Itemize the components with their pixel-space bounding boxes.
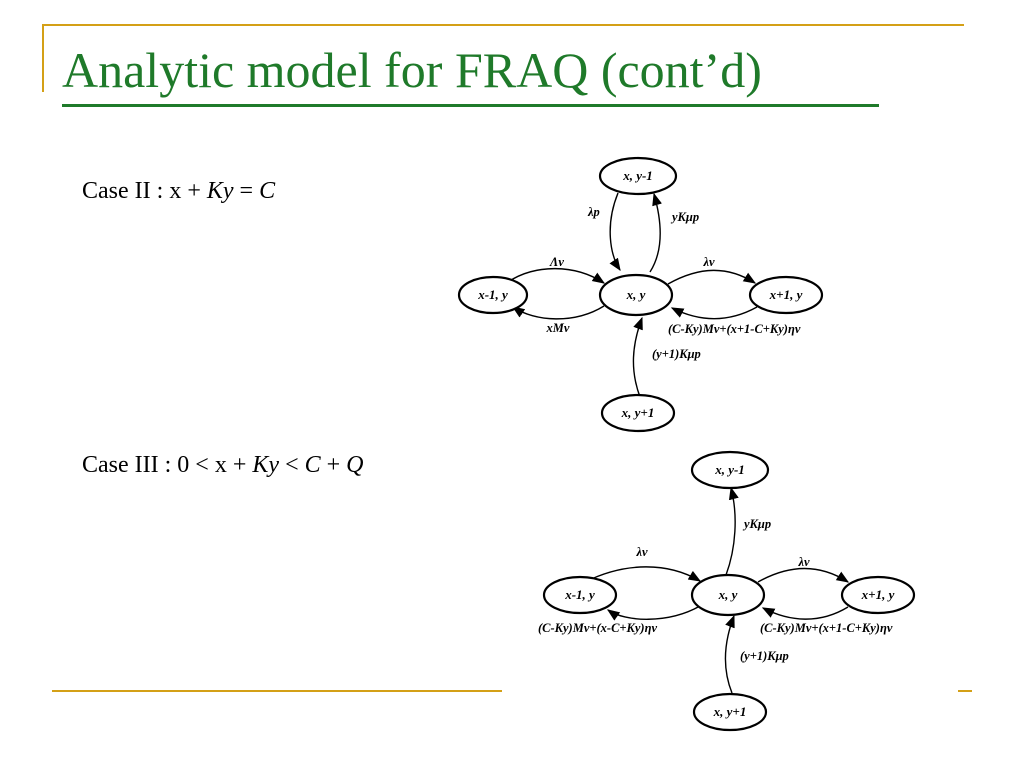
edge-center-to-right — [667, 269, 757, 285]
case-iii-condition: Case III : 0 < x + Ky < C + Q — [82, 452, 364, 479]
node-right-label: x+1, y — [769, 287, 803, 302]
edge-right-to-center — [761, 606, 849, 620]
node-right-label: x+1, y — [861, 587, 895, 602]
case-ii-plus: + — [181, 178, 207, 204]
edge-label-center-to-right: λv — [797, 555, 810, 569]
title-underline — [62, 104, 879, 107]
case-iii-x: x — [214, 452, 227, 478]
case-iii-plus-2: + — [320, 452, 347, 478]
case-iii-plus-1: + — [226, 452, 253, 478]
case-iii-c: C — [304, 452, 321, 478]
node-bottom-label: x, y+1 — [621, 405, 655, 420]
bottom-rule-left — [52, 690, 502, 692]
edge-label-center-to-right: λv — [702, 255, 715, 269]
node-left-label: x-1, y — [564, 587, 595, 602]
node-top — [598, 156, 678, 196]
edge-left-to-center — [584, 566, 702, 583]
edge-label-center-to-left: (C-Ky)Mv+(x-C+Ky)ηv — [538, 621, 657, 635]
edge-label-right-to-center: (C-Ky)Mv+(x+1-C+Ky)ηv — [760, 621, 893, 635]
case-iii-lt-1: < — [189, 452, 215, 478]
diagram-case-ii: x, y-1 x-1, y x, y x+1, y x, y+1 λp yKμp… — [457, 156, 824, 433]
case-iii-prefix: Case III : — [82, 452, 178, 478]
node-top — [690, 450, 770, 490]
case-ii-ky: Ky — [206, 178, 234, 204]
node-bottom — [692, 692, 768, 732]
edge-left-to-center — [507, 268, 606, 284]
node-center — [598, 273, 674, 317]
edge-label-bottom-to-center: (y+1)Kμp — [652, 347, 701, 361]
node-center-label: x, y — [626, 287, 646, 302]
edge-center-to-left — [606, 605, 701, 621]
slide-title: Analytic model for FRAQ (cont’d) — [62, 42, 762, 98]
bottom-rule-right — [958, 690, 972, 692]
edge-label-center-to-left: xMv — [546, 321, 570, 335]
node-left — [457, 275, 529, 315]
node-left — [542, 575, 618, 615]
case-ii-equals: = — [233, 178, 260, 204]
edge-center-to-top — [649, 192, 662, 273]
case-iii-ky: Ky — [252, 452, 280, 478]
edge-top-to-center — [609, 192, 621, 272]
case-iii-q: Q — [346, 452, 364, 478]
edge-label-left-to-center: Λv — [549, 255, 564, 269]
case-ii-prefix: Case II : — [82, 178, 170, 204]
edge-label-left-to-center: λv — [635, 545, 648, 559]
node-center — [690, 573, 766, 617]
frame-top-rule — [42, 24, 964, 26]
edge-label-bottom-to-center: (y+1)Kμp — [740, 649, 789, 663]
node-left-label: x-1, y — [477, 287, 508, 302]
edge-center-to-right — [757, 567, 850, 583]
node-bottom-label: x, y+1 — [713, 704, 747, 719]
node-right — [748, 275, 824, 315]
case-ii-condition: Case II : x + Ky = C — [82, 178, 275, 205]
edge-bottom-to-center — [724, 614, 735, 694]
node-top-label: x, y-1 — [714, 462, 745, 477]
node-right — [840, 575, 916, 615]
edge-label-right-to-center: (C-Ky)Mv+(x+1-C+Ky)ηv — [668, 322, 801, 336]
edge-right-to-center — [670, 306, 758, 320]
case-ii-x: x — [169, 178, 182, 204]
edge-label-top-to-center: λp — [587, 205, 600, 219]
case-iii-zero: 0 — [177, 452, 190, 478]
edge-label-center-to-top: yKμp — [742, 517, 771, 531]
case-ii-c: C — [259, 178, 276, 204]
node-bottom — [600, 393, 676, 433]
node-top-label: x, y-1 — [622, 168, 653, 183]
edge-label-center-to-top: yKμp — [670, 210, 699, 224]
frame-left-rule — [42, 24, 44, 92]
edge-center-to-top — [725, 486, 739, 576]
node-center-label: x, y — [718, 587, 738, 602]
edge-center-to-left — [511, 305, 605, 320]
case-iii-lt-2: < — [279, 452, 305, 478]
diagram-case-iii: x, y-1 x-1, y x, y x+1, y x, y+1 yKμp λv… — [538, 450, 916, 732]
edge-bottom-to-center — [632, 316, 643, 398]
